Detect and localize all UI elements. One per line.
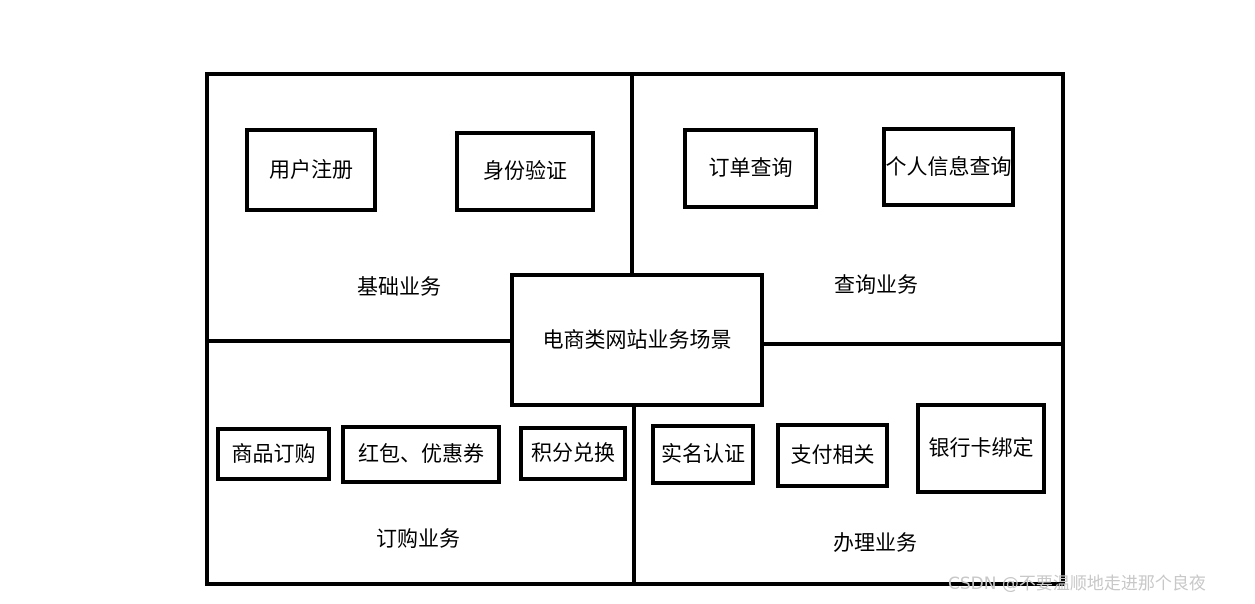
item-label: 用户注册 — [269, 157, 353, 182]
frame-left-edge — [205, 72, 209, 586]
item-box-identity-verify: 身份验证 — [455, 131, 595, 212]
divider-vertical-bottom — [632, 404, 636, 584]
divider-vertical-top — [630, 72, 634, 274]
item-label: 商品订购 — [231, 441, 316, 466]
item-box-user-register: 用户注册 — [245, 128, 377, 212]
quadrant-label-order: 订购业务 — [376, 527, 460, 551]
frame-bottom-edge — [205, 582, 1065, 586]
item-box-order-query: 订单查询 — [683, 128, 818, 209]
item-box-realname-auth: 实名认证 — [651, 424, 755, 485]
frame-top-edge — [205, 72, 1065, 76]
item-label: 订单查询 — [708, 156, 793, 180]
item-box-product-order: 商品订购 — [216, 427, 331, 481]
item-label: 支付相关 — [790, 443, 875, 467]
item-box-points-redeem: 积分兑换 — [519, 426, 627, 481]
item-label: 银行卡绑定 — [928, 436, 1034, 460]
center-box: 电商类网站业务场景 — [510, 273, 764, 407]
watermark-text: CSDN @不要温顺地走进那个良夜 — [948, 574, 1206, 594]
item-box-coupon: 红包、优惠券 — [341, 425, 501, 484]
frame-right-edge — [1061, 72, 1065, 586]
item-label: 红包、优惠券 — [358, 442, 484, 466]
item-label: 积分兑换 — [531, 441, 615, 465]
item-label: 个人信息查询 — [885, 154, 1012, 179]
quadrant-label-query: 查询业务 — [834, 273, 918, 297]
item-label: 实名认证 — [661, 442, 745, 466]
item-box-personal-info-query: 个人信息查询 — [882, 127, 1015, 207]
item-label: 身份验证 — [483, 159, 567, 183]
item-box-payment: 支付相关 — [776, 423, 889, 488]
center-box-label: 电商类网站业务场景 — [542, 327, 732, 352]
divider-horizontal-left — [205, 339, 513, 343]
item-box-bankcard-bind: 银行卡绑定 — [916, 403, 1046, 494]
quadrant-label-handle: 办理业务 — [833, 531, 917, 555]
divider-horizontal-right — [760, 342, 1065, 346]
quadrant-label-basic: 基础业务 — [357, 275, 441, 299]
